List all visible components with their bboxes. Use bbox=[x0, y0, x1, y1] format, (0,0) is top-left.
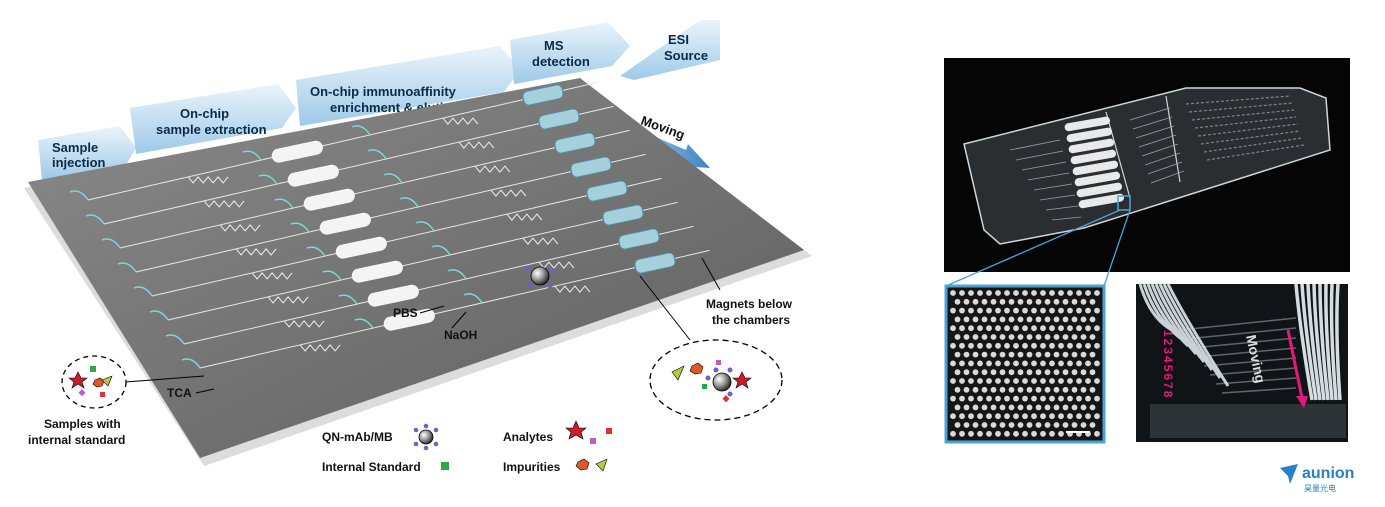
photo-chamber bbox=[1066, 127, 1113, 143]
qn-mab-bead-icon bbox=[413, 423, 439, 451]
bead-in-channel bbox=[525, 265, 555, 289]
chip-lane bbox=[101, 129, 630, 249]
magnets-label-line: Magnets below bbox=[706, 297, 793, 311]
aunion-logo-icon bbox=[1280, 464, 1298, 484]
pbs-label: PBS bbox=[393, 306, 418, 320]
microfluidic-chip: PBS NaOH TCA bbox=[24, 78, 812, 466]
internal-standard-icon bbox=[441, 462, 449, 470]
chip-photo bbox=[944, 58, 1350, 272]
chip-lane bbox=[149, 201, 678, 321]
photo-chamber bbox=[1074, 171, 1121, 187]
brand-subtitle: 昊量光电 bbox=[1304, 483, 1336, 493]
analyte-square-icon bbox=[78, 389, 86, 397]
impurity-triangle-icon bbox=[101, 375, 113, 387]
chip-device bbox=[963, 87, 1331, 245]
step-text-line: injection bbox=[52, 155, 106, 170]
step-text-line: On-chip immunoaffinity bbox=[310, 84, 457, 99]
impurity-triangle-icon bbox=[595, 458, 608, 472]
photo-chamber bbox=[1068, 138, 1115, 154]
step-text-line: Sample bbox=[52, 140, 98, 155]
samples-label-line: Samples with bbox=[44, 417, 121, 431]
impurity-hexagon-icon bbox=[689, 362, 704, 375]
photo-chamber bbox=[1070, 149, 1117, 165]
analyte-star-icon bbox=[68, 371, 88, 389]
naoh-label: NaOH bbox=[444, 328, 477, 342]
step-text-line: Source bbox=[664, 48, 708, 63]
photo-chamber bbox=[1078, 193, 1125, 209]
step-text-line: ESI bbox=[668, 32, 689, 47]
brand-name: aunion bbox=[1302, 465, 1354, 482]
tca-label: TCA bbox=[167, 386, 192, 400]
legend: QN-mAb/MB Internal Standard Analytes Imp… bbox=[322, 420, 612, 474]
legend-qn-label: QN-mAb/MB bbox=[322, 430, 393, 444]
magnetic-bead-icon bbox=[712, 372, 732, 392]
photo-chamber bbox=[1072, 160, 1119, 176]
internal-standard-icon bbox=[702, 384, 707, 389]
magnets-callout: Magnets below the chambers bbox=[701, 257, 795, 327]
impurity-triangle-icon bbox=[671, 365, 685, 381]
impurity-hexagon-icon bbox=[92, 377, 105, 388]
legend-impurities-label: Impurities bbox=[503, 460, 561, 474]
analyte-square-icon bbox=[100, 392, 105, 397]
chip-lane bbox=[85, 105, 614, 225]
analyte-square-icon bbox=[722, 395, 730, 403]
step-text-line: MS bbox=[544, 38, 564, 53]
tubing-photo: 12345678 Moving bbox=[1136, 283, 1348, 442]
svg-text:MS detection: MS detection bbox=[532, 38, 590, 69]
svg-text:On-chip sample extract: On-chip sample extraction bbox=[156, 106, 267, 137]
lane-numbers: 12345678 bbox=[1161, 330, 1175, 399]
svg-text:Magnets below the chambe: Magnets below the chambers bbox=[706, 297, 795, 327]
micropillar-array bbox=[950, 290, 1100, 437]
photo-chamber bbox=[1064, 116, 1111, 132]
analyte-square-icon bbox=[590, 438, 596, 444]
step-text-line: detection bbox=[532, 54, 590, 69]
step-text-line: sample extraction bbox=[156, 122, 267, 137]
internal-standard-icon bbox=[90, 366, 96, 372]
svg-text:Sample injection: Sample injection bbox=[52, 140, 106, 170]
analyte-square-icon bbox=[716, 360, 721, 365]
legend-analytes-label: Analytes bbox=[503, 430, 553, 444]
photo-chambers bbox=[1009, 95, 1305, 221]
step-ms-detection: MS detection bbox=[510, 22, 630, 84]
step-sample-extraction: On-chip sample extraction bbox=[130, 84, 296, 154]
svg-text:ESI Source: ESI Source bbox=[664, 32, 708, 63]
tubing-lines bbox=[1138, 283, 1346, 438]
zoom-ellipse bbox=[639, 275, 783, 421]
chip-channels bbox=[69, 81, 710, 369]
chip-lane bbox=[181, 249, 710, 369]
impurity-hexagon-icon bbox=[575, 458, 590, 471]
magnets-label-line: the chambers bbox=[712, 313, 790, 327]
moving-arrow-photo bbox=[1286, 329, 1304, 399]
zoom-marker bbox=[1117, 195, 1131, 211]
chip-lane bbox=[165, 225, 694, 345]
micropillar-photo bbox=[944, 284, 1106, 444]
legend-internal-standard-label: Internal Standard bbox=[322, 460, 421, 474]
analyte-star-icon bbox=[565, 420, 587, 440]
photo-chamber bbox=[1076, 182, 1123, 198]
svg-text:Samples with internal st: Samples with internal standard bbox=[28, 417, 125, 447]
step-text-line: On-chip bbox=[180, 106, 229, 121]
analyte-star-icon bbox=[732, 371, 752, 389]
samples-ellipse: Samples with internal standard bbox=[28, 355, 205, 447]
chip-lane bbox=[117, 153, 646, 273]
chip-lane bbox=[133, 177, 662, 297]
samples-label-line: internal standard bbox=[28, 433, 125, 447]
brand-logo: aunion 昊量光电 bbox=[1278, 462, 1378, 494]
step-esi-source: ESI Source bbox=[620, 20, 720, 80]
chip-lane bbox=[69, 81, 598, 201]
analyte-square-icon bbox=[606, 428, 612, 434]
